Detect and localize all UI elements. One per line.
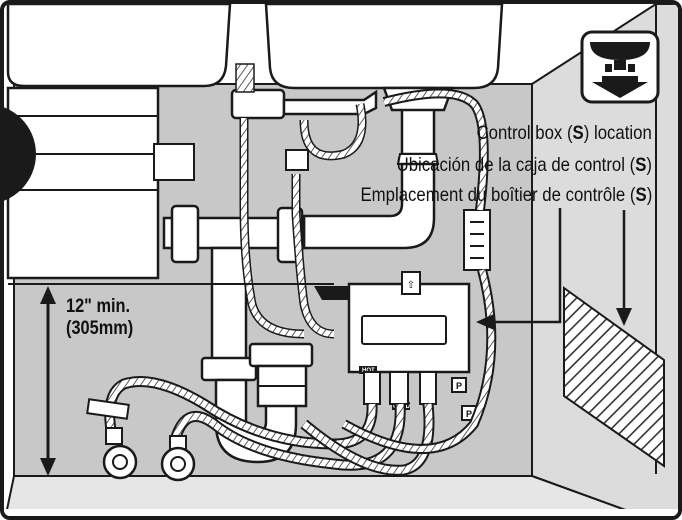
under-sink-arrow-down-icon bbox=[580, 30, 660, 104]
label-es-suffix: ) bbox=[646, 154, 652, 176]
callout-arrow-zone bbox=[616, 210, 632, 326]
mounting-area-hatch bbox=[563, 286, 665, 468]
sink-bowl-left bbox=[6, 4, 232, 88]
label-es-text: Ubicación de la caja de control ( bbox=[396, 154, 636, 176]
wall-bracket bbox=[463, 209, 491, 271]
garbage-disposal bbox=[6, 86, 160, 280]
control-box: ⇧ HOT COLD bbox=[314, 271, 471, 410]
label-es-letter: S bbox=[635, 154, 647, 176]
callout-arrow-box bbox=[476, 208, 562, 330]
control-box-location-en: Control box (S) location bbox=[477, 122, 652, 144]
faucet-body bbox=[230, 88, 286, 120]
label-fr-letter: S bbox=[635, 184, 647, 206]
min-height-label: 12" min. bbox=[66, 296, 131, 317]
label-fr-text: Emplacement du boîtier de contrôle ( bbox=[360, 184, 636, 206]
p-tag-1: P bbox=[456, 381, 462, 391]
p-tag-2: P bbox=[466, 409, 472, 419]
min-height-dimension bbox=[8, 283, 334, 476]
label-en-suffix: ) location bbox=[583, 122, 652, 144]
side-badge bbox=[4, 107, 36, 201]
svg-text:⇧: ⇧ bbox=[407, 280, 415, 291]
under-sink-installation-diagram: ⇧ HOT COLD P P bbox=[4, 4, 678, 516]
shutoff-valve-hot bbox=[86, 398, 138, 480]
label-en-text: Control box ( bbox=[476, 122, 573, 144]
tee-vertical-pipe bbox=[210, 246, 248, 370]
sink-bowl-right bbox=[264, 4, 504, 90]
label-en-letter: S bbox=[572, 122, 584, 144]
min-height-metric-label: (305mm) bbox=[66, 318, 134, 339]
label-fr-suffix: ) bbox=[646, 184, 652, 206]
control-box-location-fr: Emplacement du boîtier de contrôle (S) bbox=[360, 184, 652, 206]
shutoff-valve-cold bbox=[160, 435, 196, 482]
cabinet-floor bbox=[4, 475, 645, 516]
control-box-location-es: Ubicación de la caja de control (S) bbox=[397, 154, 652, 176]
